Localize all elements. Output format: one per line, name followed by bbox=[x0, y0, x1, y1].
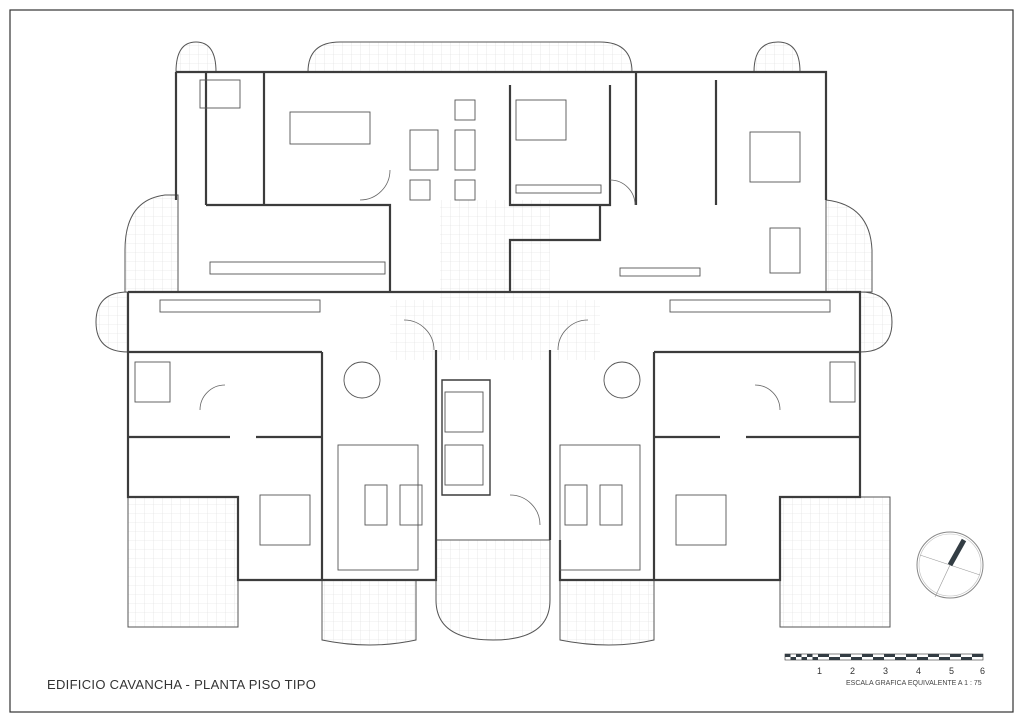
sheet-border bbox=[9, 9, 1014, 713]
scale-caption: ESCALA GRAFICA EQUIVALENTE A 1 : 75 bbox=[846, 680, 982, 687]
north-arrow bbox=[916, 531, 984, 599]
bed bbox=[769, 227, 801, 274]
scale-segment bbox=[818, 654, 829, 657]
scale-segment bbox=[851, 657, 862, 660]
scale-segment bbox=[862, 654, 873, 657]
bed bbox=[259, 494, 311, 546]
bed bbox=[199, 79, 241, 109]
balconies bbox=[95, 41, 893, 646]
scale-segment bbox=[801, 657, 807, 660]
scale-segment bbox=[812, 657, 818, 660]
bed bbox=[675, 494, 727, 546]
graphic-scale bbox=[784, 653, 984, 661]
scale-tick: 5 bbox=[949, 666, 955, 676]
scale-segment bbox=[873, 657, 884, 660]
bed bbox=[515, 99, 567, 141]
round-table bbox=[603, 361, 641, 399]
scale-segment bbox=[785, 654, 791, 657]
bed bbox=[829, 361, 856, 403]
scale-segment bbox=[884, 654, 895, 657]
interior-floor bbox=[390, 200, 600, 360]
scale-tick: 1 bbox=[817, 666, 823, 676]
scale-segment bbox=[807, 654, 813, 657]
round-table bbox=[343, 361, 381, 399]
scale-segment bbox=[961, 657, 972, 660]
scale-segment bbox=[796, 654, 802, 657]
scale-segment bbox=[840, 654, 851, 657]
scale-segment bbox=[829, 657, 840, 660]
scale-segment bbox=[950, 654, 961, 657]
scale-segment bbox=[917, 657, 928, 660]
scale-segment bbox=[939, 657, 950, 660]
doors bbox=[199, 169, 781, 526]
furniture bbox=[134, 79, 856, 571]
scale-tick: 3 bbox=[883, 666, 889, 676]
scale-tick: 6 bbox=[980, 666, 986, 676]
scale-segment bbox=[790, 657, 796, 660]
scale-tick: 2 bbox=[850, 666, 856, 676]
scale-segment bbox=[895, 657, 906, 660]
scale-segment bbox=[906, 654, 917, 657]
bed bbox=[134, 361, 171, 403]
scale-segment bbox=[928, 654, 939, 657]
drawing-title: EDIFICIO CAVANCHA - PLANTA PISO TIPO bbox=[47, 677, 317, 692]
walls bbox=[126, 70, 862, 582]
bed bbox=[749, 131, 801, 183]
dining-table bbox=[289, 111, 371, 145]
scale-segment bbox=[972, 654, 983, 657]
scale-tick: 4 bbox=[916, 666, 922, 676]
